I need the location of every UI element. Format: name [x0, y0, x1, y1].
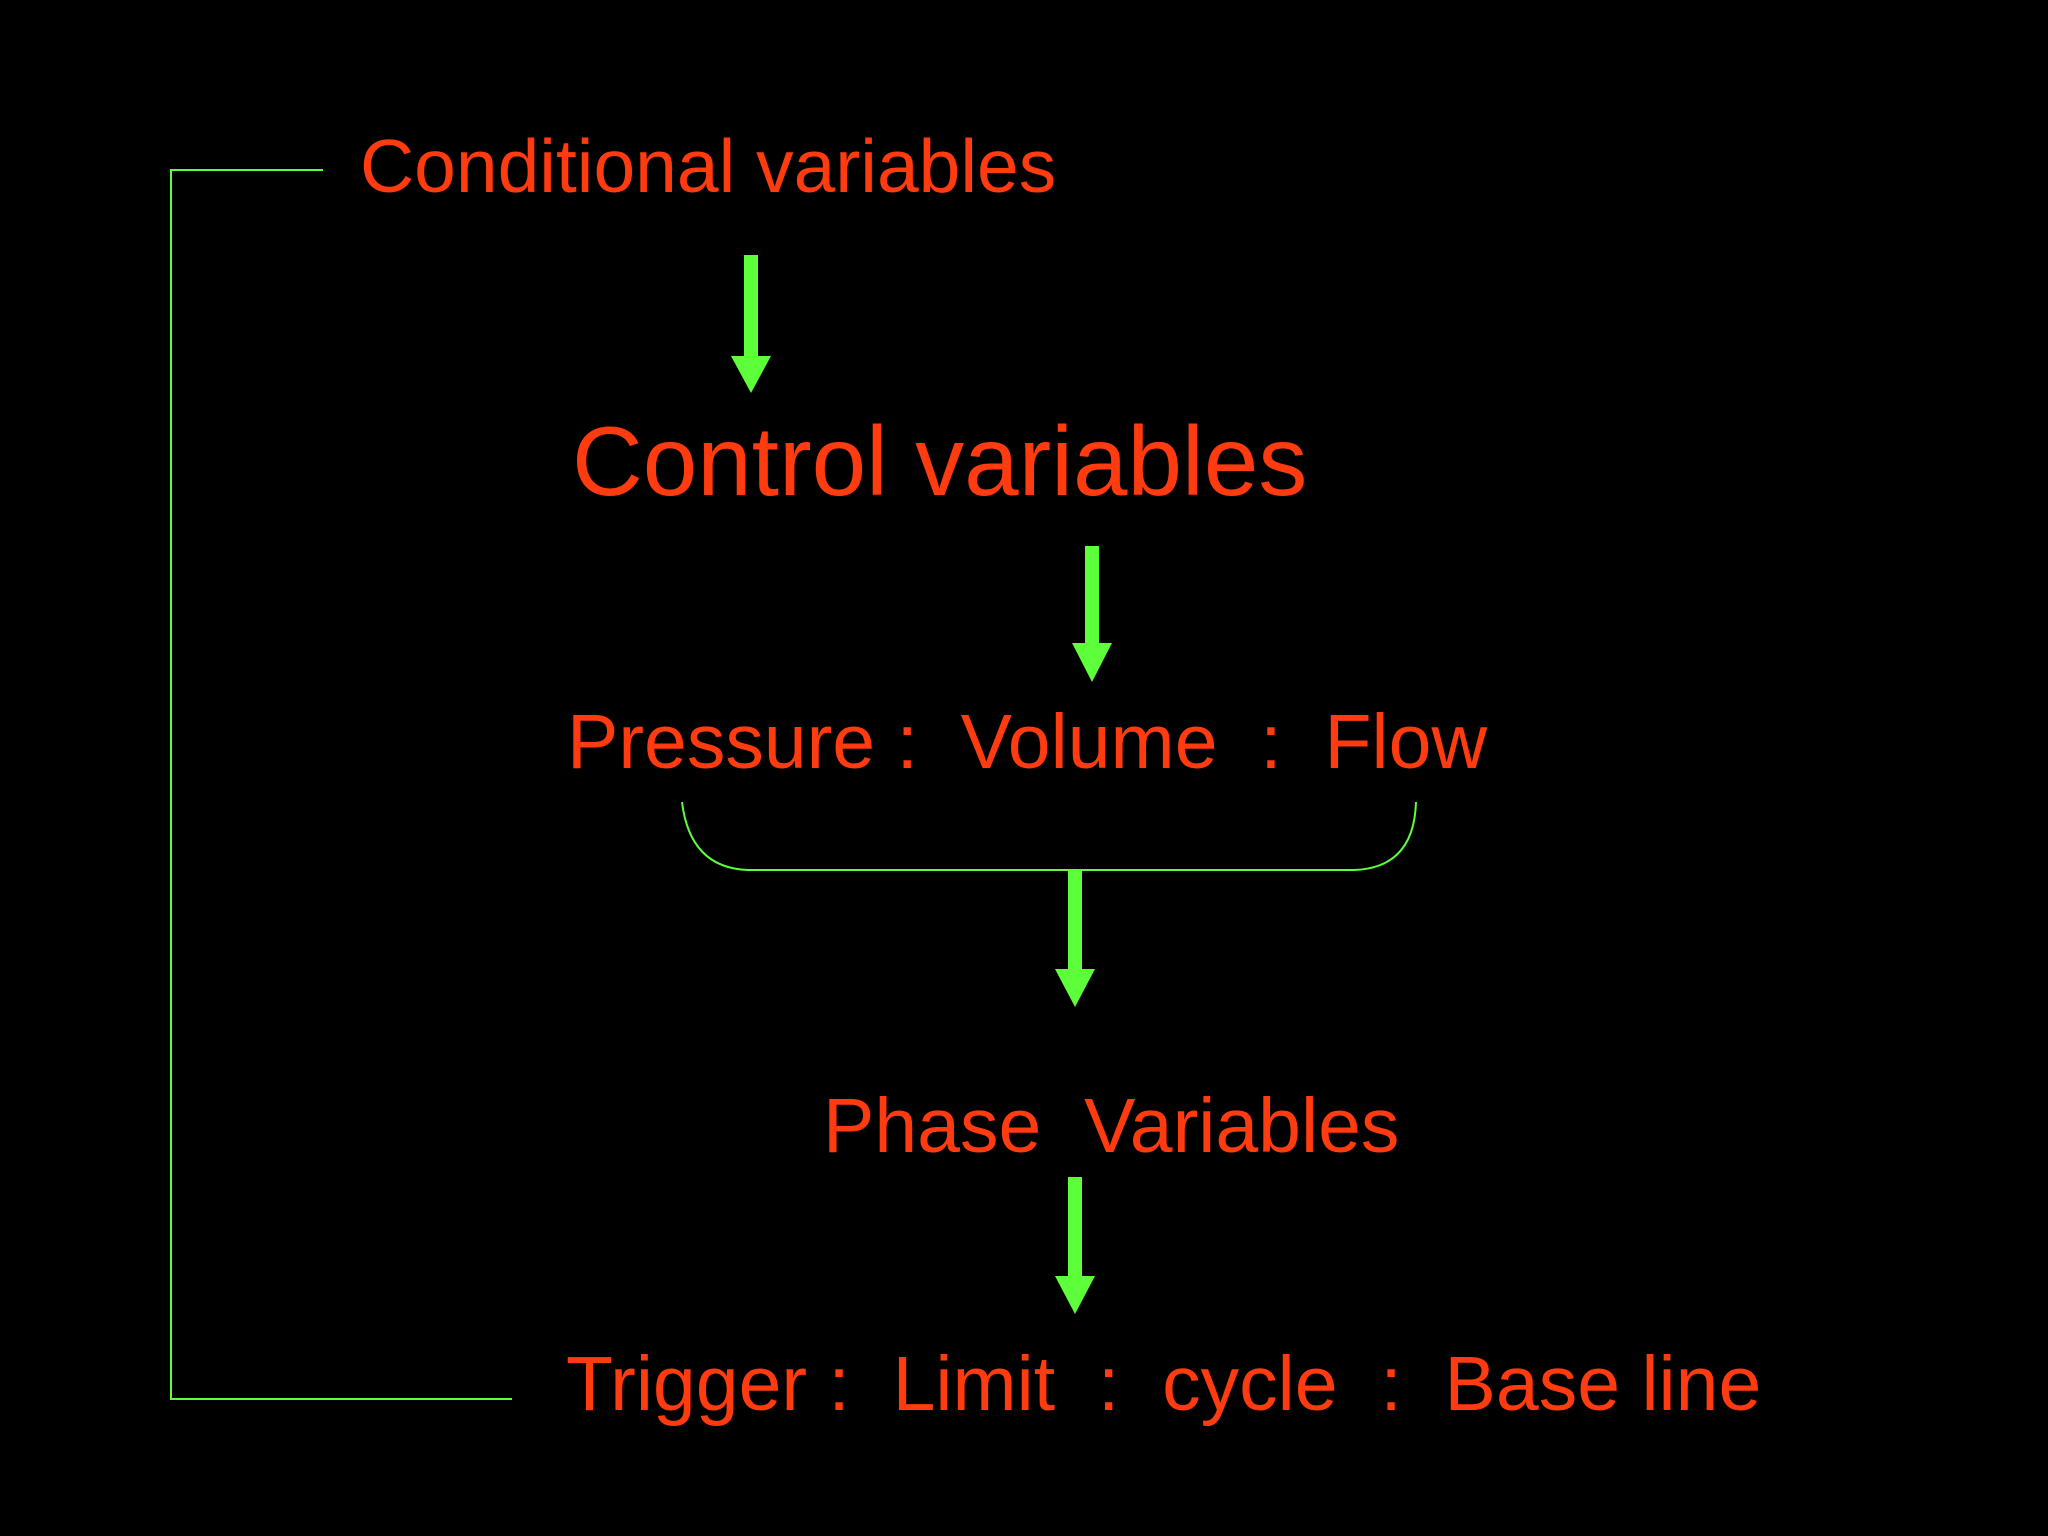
down-arrow-icon	[731, 255, 771, 393]
control-variables-label: Control variables	[572, 406, 1308, 516]
merge-brace-line	[681, 801, 1417, 871]
phase-variables-label: Phase Variables	[823, 1083, 1400, 1169]
conditional-variables-label: Conditional variables	[360, 124, 1057, 208]
trigger-limit-cycle-baseline-label: Trigger : Limit : cycle : Base line	[566, 1341, 1762, 1427]
feedback-bracket-line	[170, 169, 512, 1400]
down-arrow-icon	[1055, 870, 1095, 1007]
pressure-volume-flow-label: Pressure : Volume : Flow	[567, 699, 1488, 785]
down-arrow-icon	[1055, 1177, 1095, 1314]
down-arrow-icon	[1072, 546, 1112, 682]
